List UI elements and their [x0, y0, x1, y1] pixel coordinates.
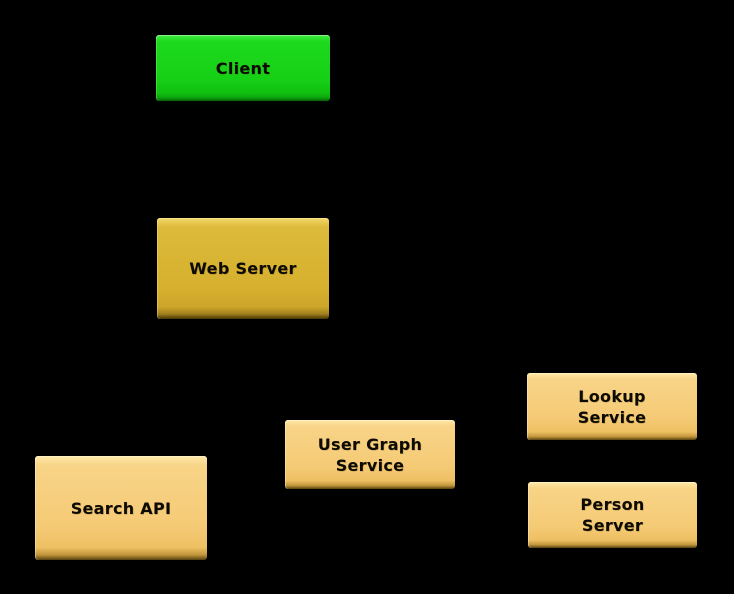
node-client: Client	[156, 35, 330, 101]
node-lookup-service-label: Lookup Service	[577, 386, 647, 427]
node-web-server-label: Web Server	[189, 259, 297, 278]
node-person-server: Person Server	[528, 482, 697, 548]
node-web-server: Web Server	[157, 218, 329, 319]
node-person-server-label: Person Server	[580, 495, 645, 535]
node-search-api: Search API	[35, 456, 207, 560]
node-search-api-label: Search API	[70, 498, 172, 518]
node-client-label: Client	[215, 58, 271, 78]
node-lookup-service: Lookup Service	[527, 373, 697, 440]
node-user-graph-service-label: User Graph Service	[317, 434, 423, 475]
node-user-graph-service: User Graph Service	[285, 420, 455, 489]
